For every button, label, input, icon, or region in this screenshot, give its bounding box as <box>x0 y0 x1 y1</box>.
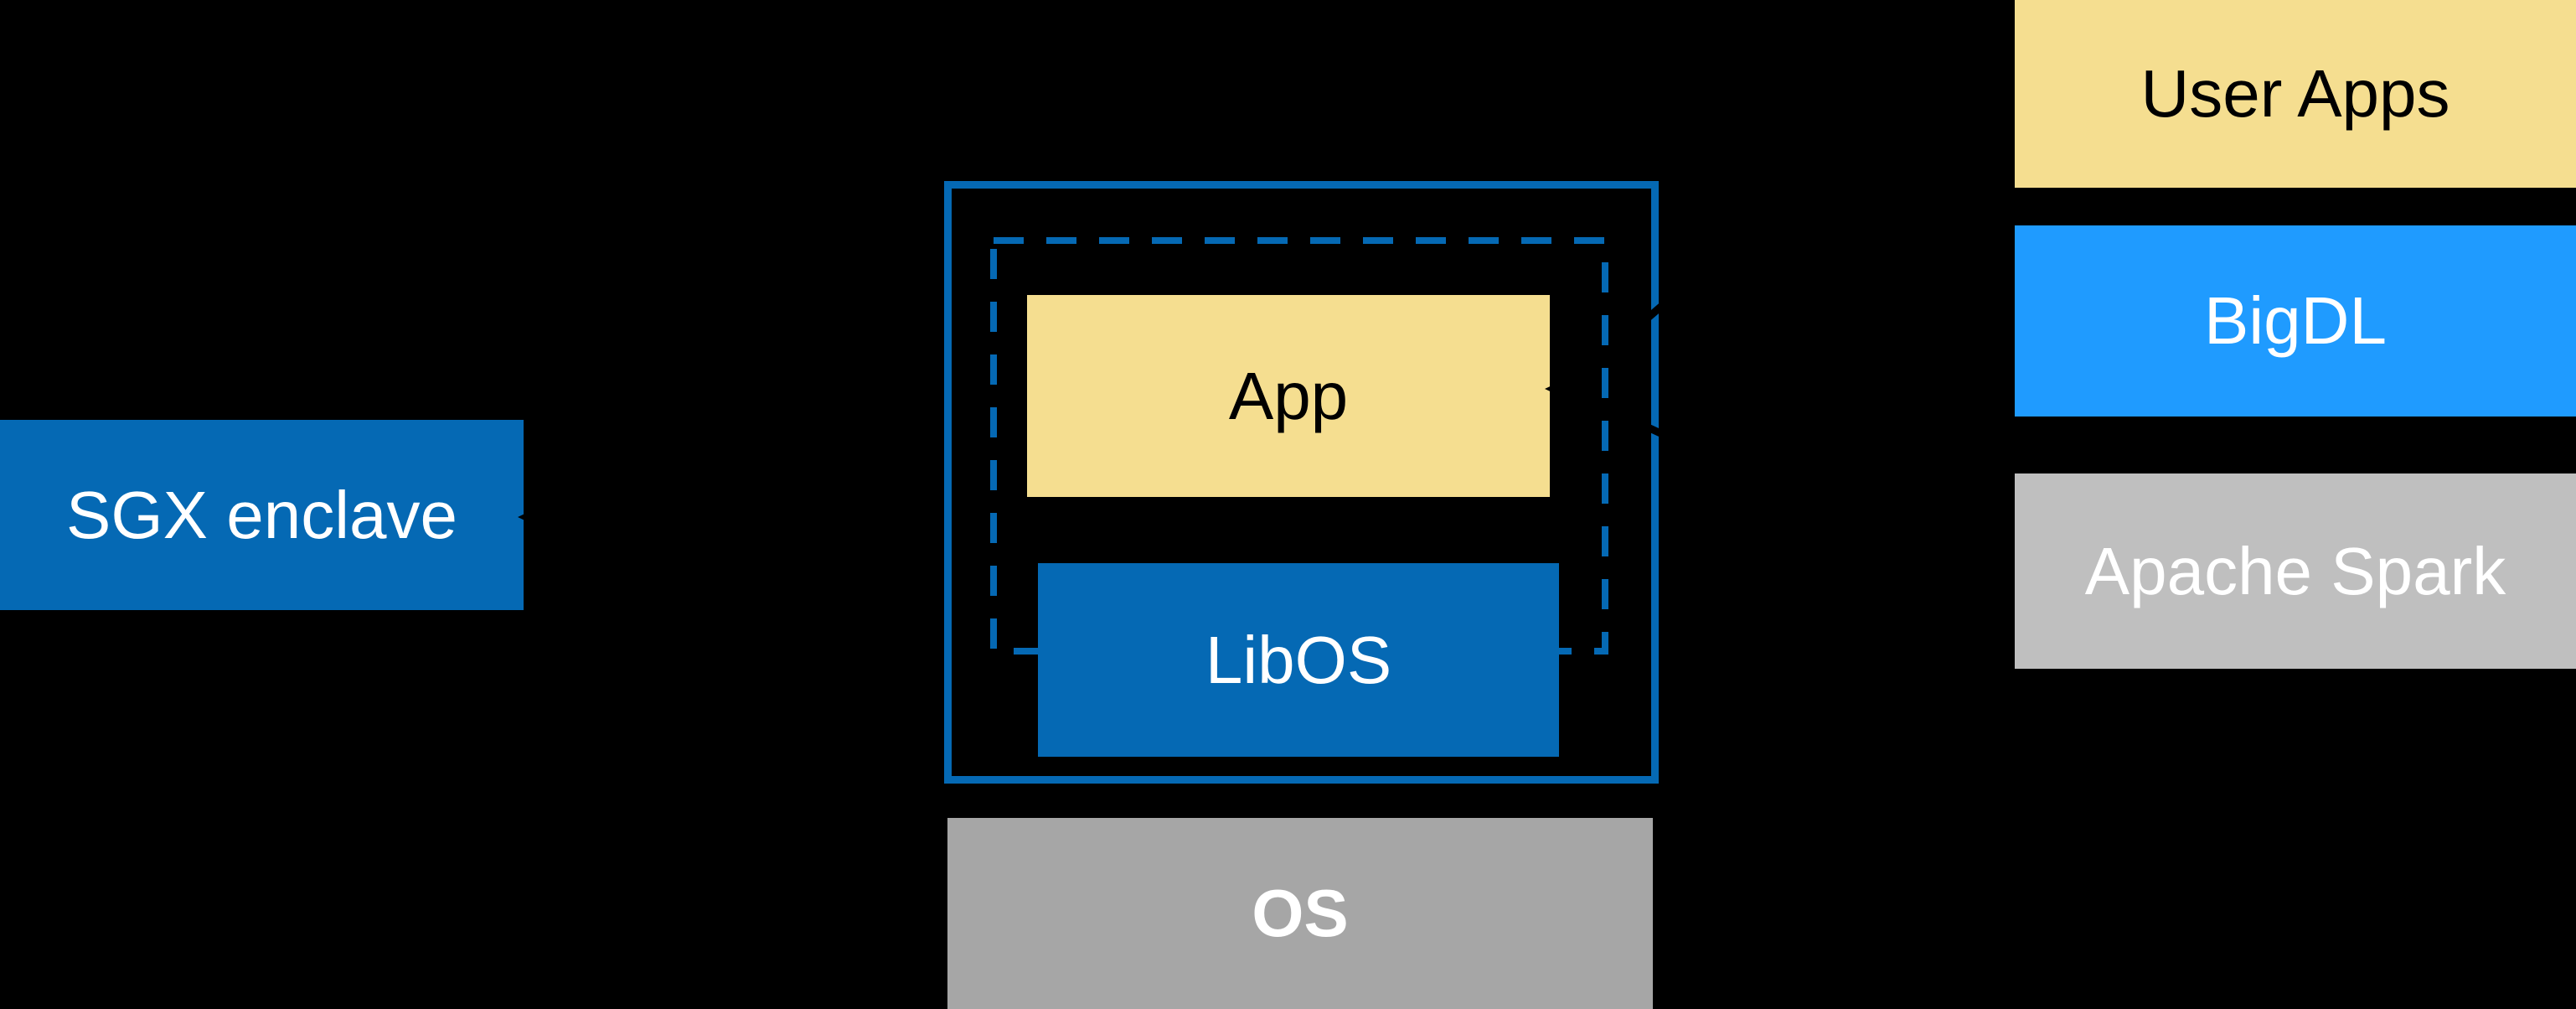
sgx-enclave-label: SGX enclave <box>66 477 457 552</box>
sgx-enclave-box: SGX enclave <box>0 420 524 610</box>
os-box: OS <box>947 818 1653 1009</box>
bigdl-box: BigDL <box>2015 225 2576 417</box>
user-apps-label: User Apps <box>2140 56 2450 131</box>
app-label: App <box>1228 358 1349 433</box>
os-label: OS <box>1252 876 1349 950</box>
bigdl-label: BigDL <box>2204 283 2387 358</box>
apache-spark-box: Apache Spark <box>2015 473 2576 669</box>
libos-box: LibOS <box>1038 563 1559 757</box>
app-box: App <box>1027 295 1550 497</box>
apache-spark-label: Apache Spark <box>2084 533 2506 608</box>
libos-label: LibOS <box>1205 622 1392 697</box>
user-apps-box: User Apps <box>2015 0 2576 188</box>
